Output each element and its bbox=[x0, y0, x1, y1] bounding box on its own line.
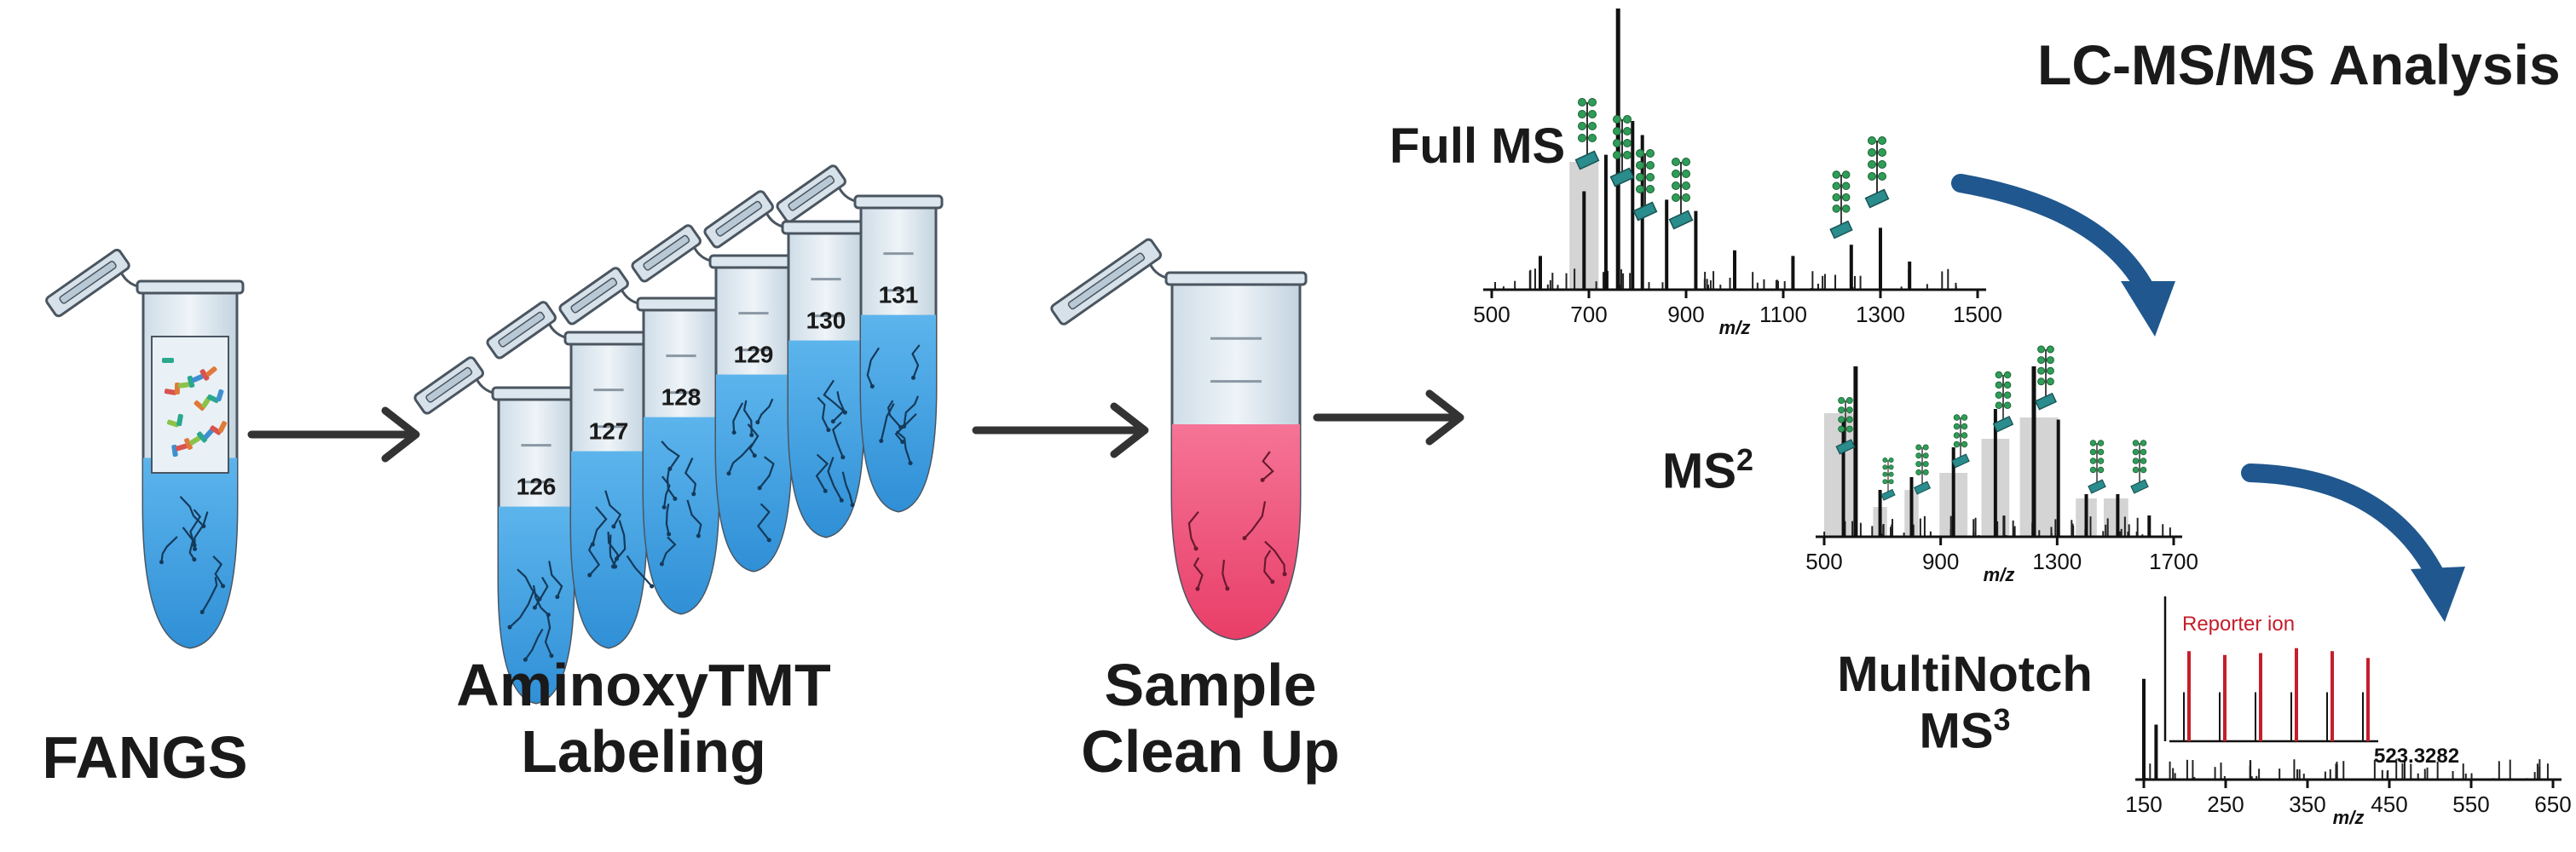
glycan-molecules bbox=[815, 379, 855, 508]
step-label-cleanup: Sample Clean Up bbox=[1057, 652, 1364, 786]
axis-tick-label: 350 bbox=[2289, 792, 2325, 817]
ms3-spectrum: 150 250 350 450 550 650 m/z Reporter ion 523.328… bbox=[2125, 596, 2572, 828]
analysis-title-text: LC-MS/MS Analysis bbox=[2037, 33, 2561, 96]
glycan-structure-icon bbox=[1864, 136, 1890, 209]
glycan-molecules bbox=[587, 490, 655, 589]
labeling-line1: AminoxyTMT bbox=[456, 652, 831, 718]
axis-tick-label: 450 bbox=[2371, 792, 2407, 817]
curved-arrow-ms2-to-ms3 bbox=[2241, 463, 2465, 622]
axis-tick-label: 1300 bbox=[2032, 549, 2082, 574]
ms2-label: MS2 bbox=[1662, 442, 1807, 499]
glycan-molecules bbox=[726, 398, 775, 543]
full-ms-label: Full MS bbox=[1389, 118, 1611, 175]
axis-tick-label: 250 bbox=[2207, 792, 2244, 817]
arrow-fangs-to-labeling bbox=[247, 406, 420, 463]
axis-tick-label: 500 bbox=[1805, 549, 1842, 574]
axis-unit-label: m/z bbox=[1984, 564, 2015, 585]
ms3-label-sup: 3 bbox=[1993, 701, 2011, 737]
glycan-molecules bbox=[159, 496, 226, 614]
curved-arrow-fullms-to-ms2 bbox=[1951, 174, 2175, 337]
tube-label-126: 126 bbox=[413, 356, 581, 705]
axis-unit-label: m/z bbox=[1719, 317, 1751, 338]
arrow-labeling-to-cleanup bbox=[972, 402, 1149, 458]
ms2-label-sup: 2 bbox=[1736, 442, 1753, 477]
axis-tick-label: 650 bbox=[2534, 792, 2571, 817]
glycan-structure-icon bbox=[2088, 440, 2106, 494]
filter-insert bbox=[151, 336, 229, 474]
tube-label-130: 130 bbox=[703, 190, 871, 538]
tube-label: 131 bbox=[879, 282, 919, 308]
analysis-title: LC-MS/MS Analysis bbox=[2037, 33, 2566, 97]
tube-cleanup bbox=[1050, 238, 1308, 641]
glycan-structure-icon bbox=[1609, 115, 1635, 187]
tube-label: 127 bbox=[589, 418, 629, 445]
glycan-structure-icon bbox=[1829, 170, 1853, 239]
glycan-structure-icon bbox=[2035, 345, 2057, 411]
full-ms-spectrum: 500 700 900 1100 1300 1500 m/z bbox=[1473, 9, 2002, 338]
ms2-spectrum: 500 900 1300 1700 m/z bbox=[1805, 345, 2198, 585]
labeling-line2: Labeling bbox=[521, 718, 766, 786]
step-label-fangs: FANGS bbox=[34, 724, 256, 791]
glycan-structure-icon bbox=[1992, 371, 2014, 433]
tube-label-131: 131 bbox=[776, 164, 944, 513]
axis-tick-label: 900 bbox=[1922, 549, 1959, 574]
ms3-label: MultiNotch MS3 bbox=[1803, 647, 2127, 759]
axis-tick-label: 700 bbox=[1570, 302, 1607, 327]
tube-label-128: 128 bbox=[558, 267, 726, 615]
tube-label: 129 bbox=[734, 342, 774, 368]
selection-window bbox=[1824, 413, 1856, 537]
ms3-label-line1: MultiNotch bbox=[1837, 647, 2093, 702]
axis-tick-label: 1700 bbox=[2149, 549, 2198, 574]
glycan-molecules bbox=[659, 440, 702, 567]
axis-unit-label: m/z bbox=[2333, 807, 2365, 828]
step-arrows bbox=[247, 389, 1464, 463]
tube-label-129: 129 bbox=[631, 224, 799, 573]
tube-label: 128 bbox=[661, 384, 702, 411]
axis-tick-label: 1100 bbox=[1759, 302, 1807, 327]
axis-tick-label: 1300 bbox=[1856, 302, 1905, 327]
cleanup-line1: Sample bbox=[1104, 652, 1317, 718]
full-ms-label-text: Full MS bbox=[1389, 118, 1566, 174]
fangs-text: FANGS bbox=[42, 724, 248, 791]
axis-tick-label: 900 bbox=[1667, 302, 1704, 327]
axis-tick-label: 150 bbox=[2125, 792, 2162, 817]
cleanup-line2: Clean Up bbox=[1081, 718, 1340, 786]
tube-label: 130 bbox=[806, 308, 846, 334]
axis-tick-label: 500 bbox=[1473, 302, 1510, 327]
selection-window bbox=[2019, 417, 2059, 537]
glycan-molecules bbox=[507, 561, 563, 662]
glycan-structure-icon bbox=[2130, 440, 2149, 494]
glycan-structure-icon bbox=[1668, 158, 1694, 230]
glycan-structure-icon bbox=[1913, 444, 1932, 495]
arrow-cleanup-to-analysis bbox=[1313, 389, 1464, 446]
glycan-structure-icon bbox=[1951, 414, 1970, 469]
tube-label: 126 bbox=[517, 474, 557, 500]
ms3-label-main: MS bbox=[1919, 703, 1994, 759]
glycan-structure-icon bbox=[1632, 149, 1658, 222]
glycan-structure-icon bbox=[1835, 396, 1856, 455]
axis-tick-label: 1500 bbox=[1953, 302, 2002, 327]
precursor-mass-label: 523.3282 bbox=[2374, 745, 2459, 768]
tube-fangs bbox=[45, 248, 245, 649]
glycan-structure-icon bbox=[1574, 98, 1600, 170]
glycan-molecules bbox=[866, 344, 921, 466]
axis-tick-label: 550 bbox=[2452, 792, 2489, 817]
reporter-ion-label: Reporter ion bbox=[2182, 613, 2295, 636]
glycan-molecules bbox=[1187, 451, 1287, 591]
ms2-label-main: MS bbox=[1662, 443, 1736, 499]
tube-label-127: 127 bbox=[486, 301, 655, 649]
step-label-labeling: AminoxyTMT Labeling bbox=[422, 652, 865, 786]
glycan-structure-icon bbox=[1880, 457, 1896, 501]
